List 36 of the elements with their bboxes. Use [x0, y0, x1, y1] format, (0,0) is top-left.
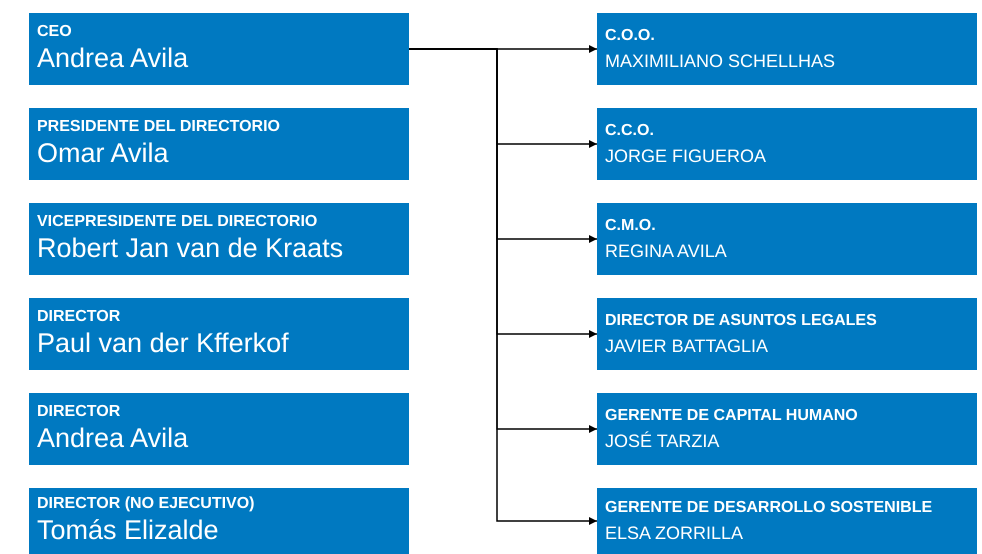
person-name: JAVIER BATTAGLIA: [605, 334, 770, 358]
role-box: [597, 13, 977, 85]
role-box: [597, 298, 977, 370]
person-name: Paul van der Kfferkof: [37, 327, 290, 360]
person-name: ELSA ZORRILLA: [605, 522, 744, 544]
role-title: DIRECTOR: [37, 402, 122, 422]
role-title: DIRECTOR: [37, 307, 122, 328]
person-name: JOSÉ TARZIA: [605, 430, 720, 452]
role-box: [597, 108, 977, 180]
role-box: [29, 13, 409, 85]
person-name: Andrea Avila: [37, 42, 190, 76]
role-title: C.O.O.: [605, 26, 656, 46]
person-name: MAXIMILIANO SCHELLHAS: [605, 50, 836, 72]
person-name: Omar Avila: [37, 137, 170, 170]
role-title: C.C.O.: [605, 120, 655, 141]
person-name: Andrea Avila: [37, 422, 190, 456]
role-box: [597, 393, 977, 465]
role-title: VICEPRESIDENTE DEL DIRECTORIO: [37, 212, 318, 232]
role-title: PRESIDENTE DEL DIRECTORIO: [37, 117, 281, 138]
role-title: DIRECTOR DE ASUNTOS LEGALES: [605, 310, 878, 331]
role-box: [29, 393, 409, 465]
person-name: REGINA AVILA: [605, 240, 728, 262]
role-box: [29, 298, 409, 370]
role-box: [597, 488, 977, 554]
role-title: C.M.O.: [605, 216, 657, 236]
person-name: JORGE FIGUEROA: [605, 144, 768, 168]
role-title: CEO: [37, 22, 73, 42]
role-box: [29, 488, 409, 554]
role-title: GERENTE DE DESARROLLO SOSTENIBLE: [605, 498, 934, 518]
role-title: GERENTE DE CAPITAL HUMANO: [605, 406, 859, 426]
role-box: [597, 203, 977, 275]
person-name: Robert Jan van de Kraats: [37, 232, 344, 266]
role-box: [29, 203, 409, 275]
person-name: Tomás Elizalde: [37, 514, 220, 548]
role-box: [29, 108, 409, 180]
role-title: DIRECTOR (NO EJECUTIVO): [37, 494, 256, 514]
